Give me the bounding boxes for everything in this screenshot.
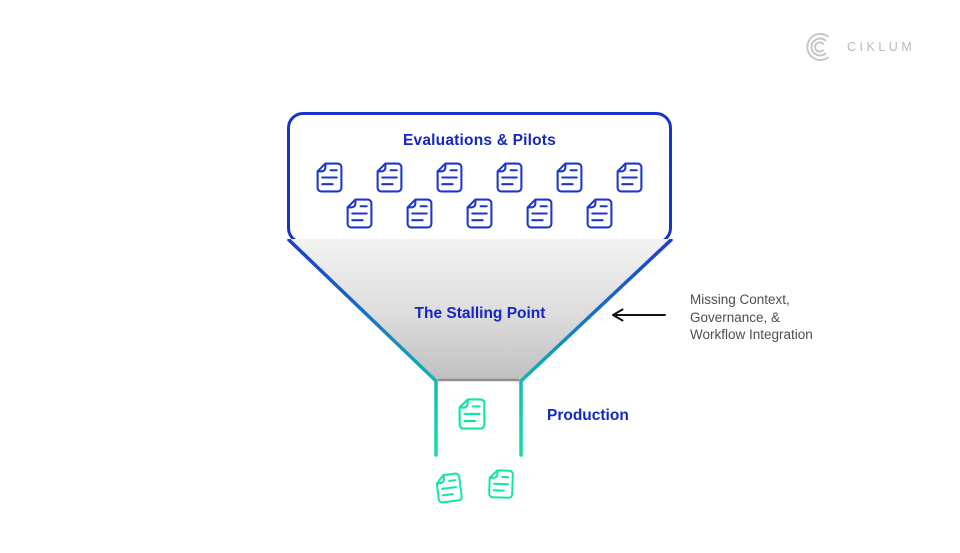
brand-logo: CIKLUM (802, 30, 915, 64)
annotation-line: Missing Context, (690, 292, 790, 307)
stage-top-label: Evaluations & Pilots (402, 132, 556, 149)
document-icon (458, 397, 486, 431)
annotation-text: Missing Context, Governance, & Workflow … (690, 291, 813, 344)
annotation-line: Workflow Integration (690, 327, 813, 342)
stage-bottom-label: Production (547, 407, 629, 424)
document-icon (496, 162, 523, 193)
document-icon (434, 471, 464, 506)
funnel-trapezoid (289, 239, 671, 381)
document-icon (556, 162, 583, 193)
ciklum-logo-icon (806, 33, 829, 61)
left-arrow-icon (612, 308, 666, 322)
document-row (290, 162, 669, 193)
document-row (290, 198, 669, 229)
funnel-body (287, 239, 673, 457)
document-icon (586, 198, 613, 229)
document-icon (466, 198, 493, 229)
funnel-stage-evaluations: Evaluations & Pilots (287, 112, 672, 244)
document-icon (346, 198, 373, 229)
brand-name: CIKLUM (847, 40, 916, 54)
document-icon (406, 198, 433, 229)
document-icon (376, 162, 403, 193)
annotation-line: Governance, & (690, 309, 781, 325)
document-icon (616, 162, 643, 193)
stage-middle-label: The Stalling Point (414, 305, 546, 322)
funnel-left-edge (287, 239, 438, 457)
funnel-right-edge (519, 239, 673, 457)
document-icon (487, 468, 514, 501)
document-icon (436, 162, 463, 193)
document-icon (526, 198, 553, 229)
document-icon (316, 162, 343, 193)
